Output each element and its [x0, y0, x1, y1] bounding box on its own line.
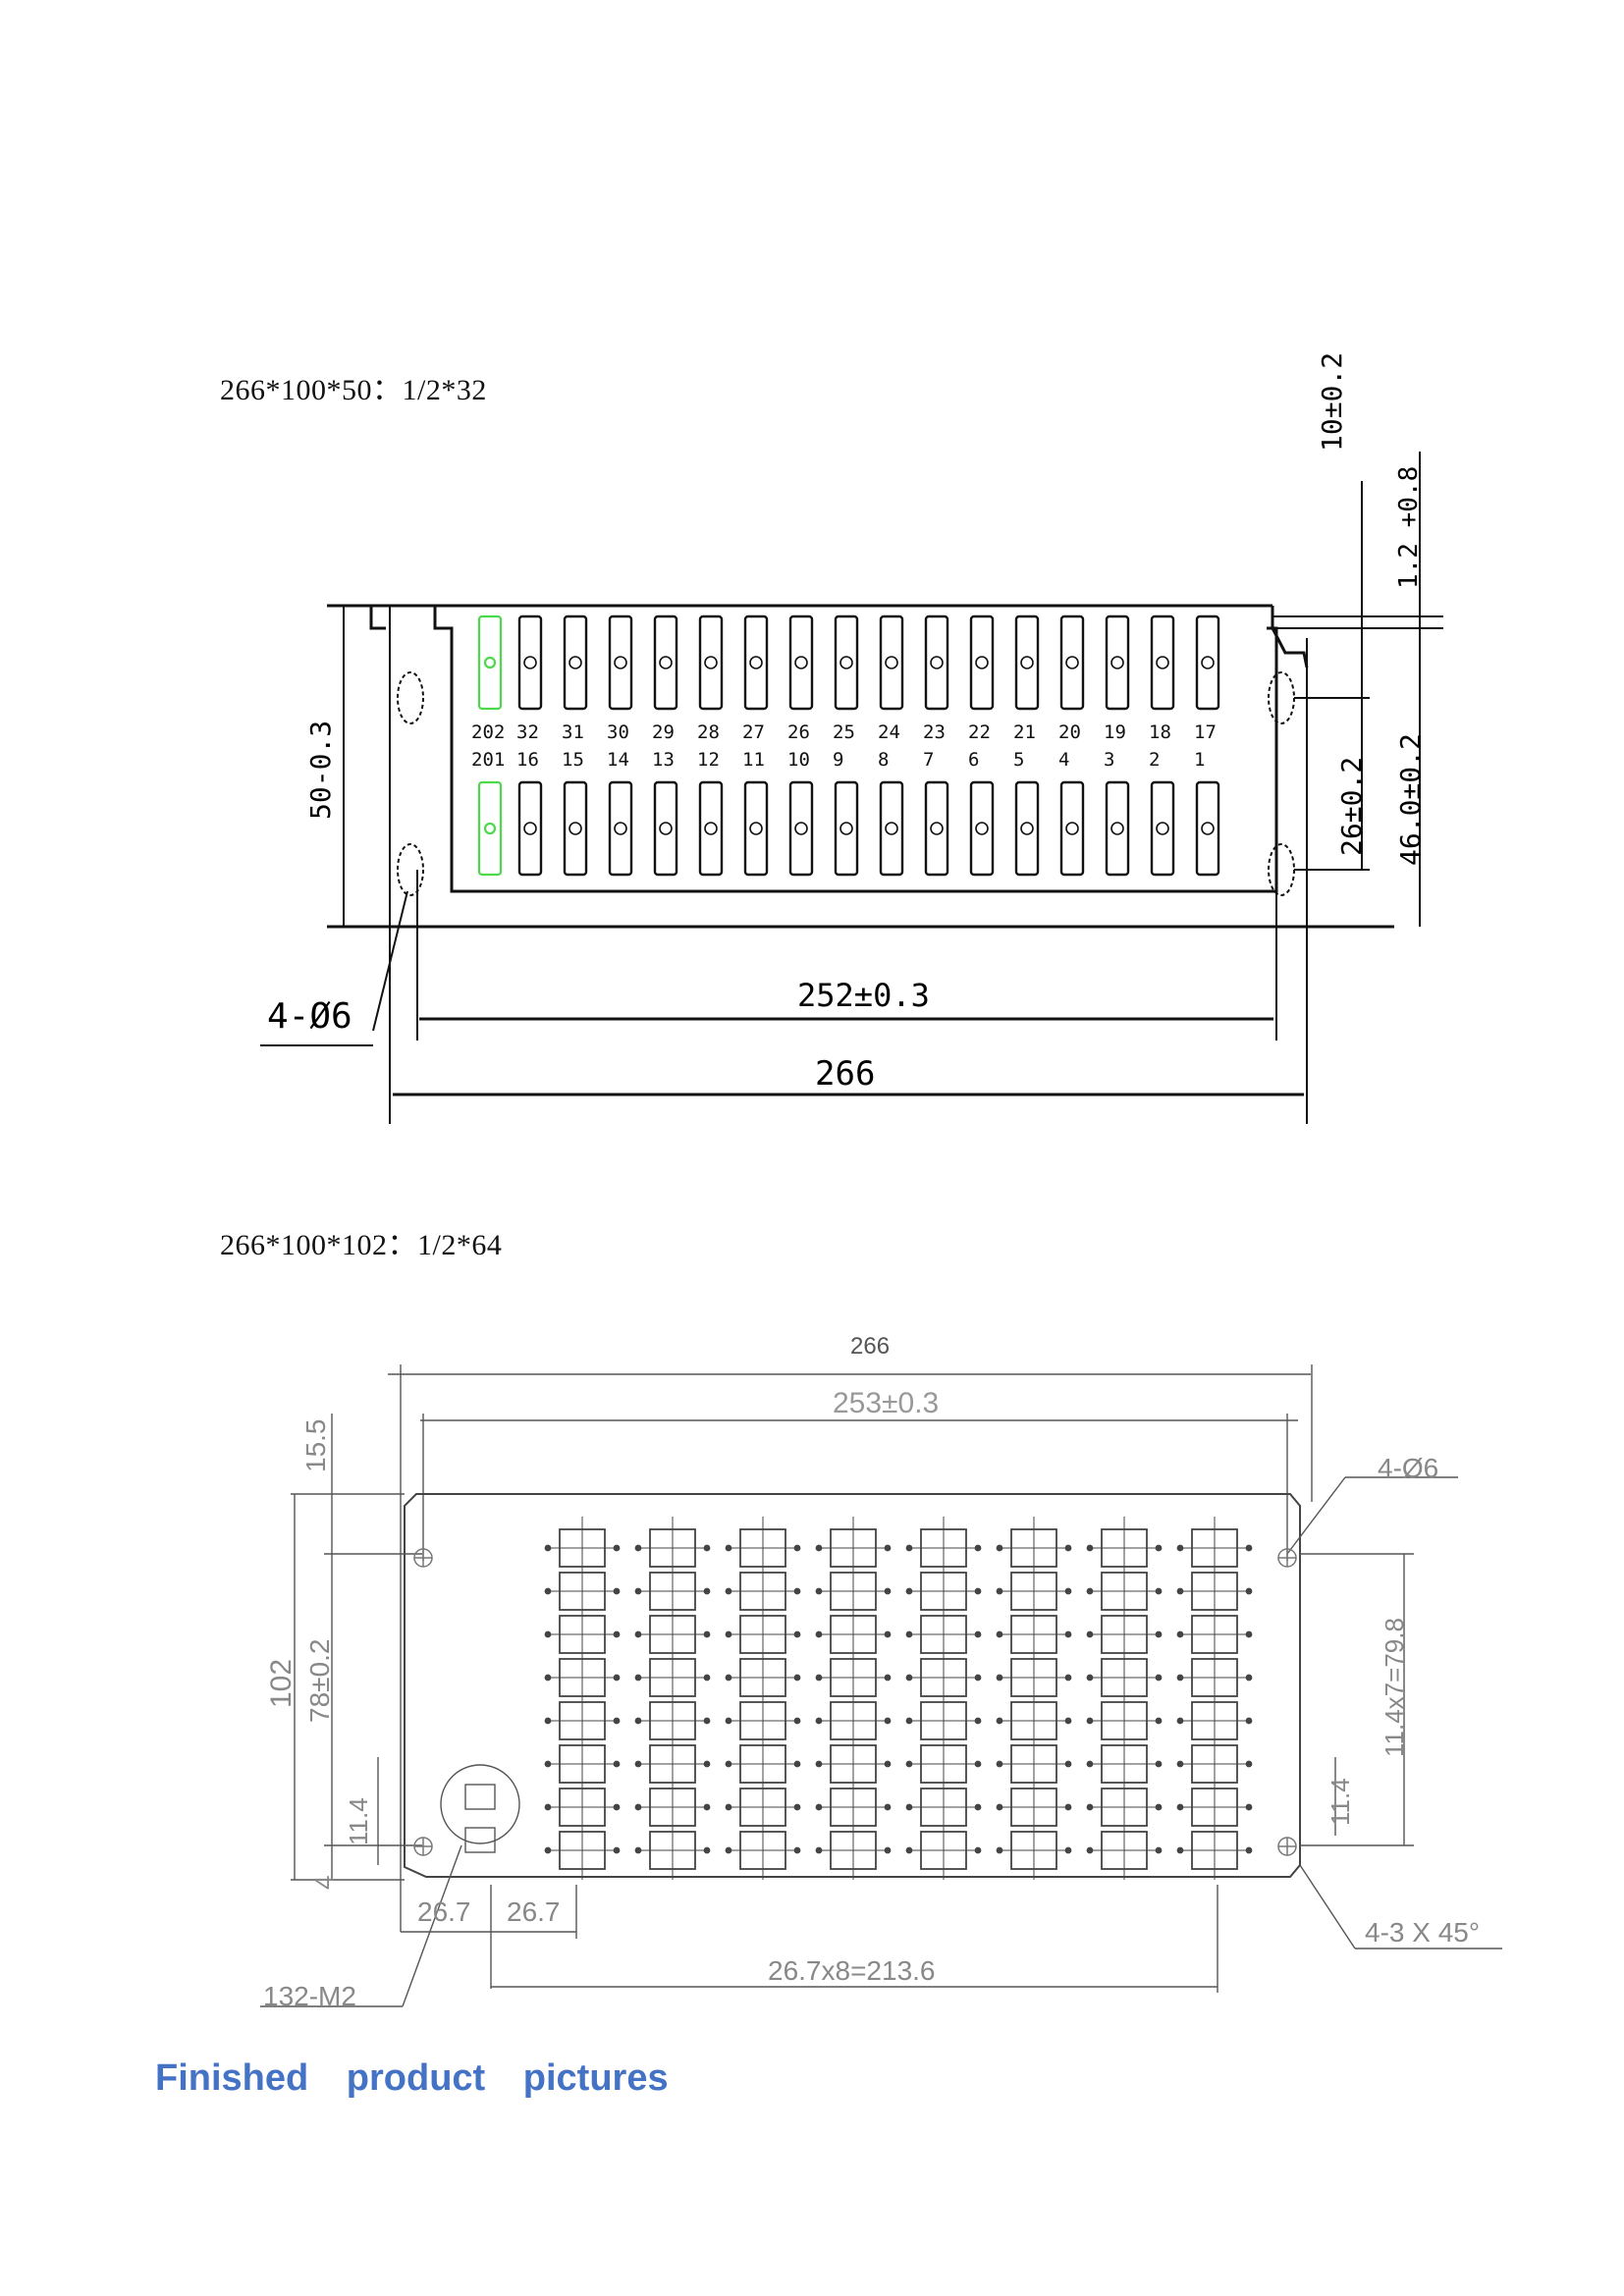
port-label: 202: [471, 721, 506, 743]
port-label: 2: [1149, 749, 1161, 771]
port-label: 29: [652, 721, 675, 743]
dim2-row-total: 11.4x7=79.8: [1380, 1618, 1409, 1757]
dim2-col-total: 26.7x8=213.6: [768, 1955, 936, 1986]
port-label: 20: [1058, 721, 1081, 743]
port-label: 26: [787, 721, 810, 743]
port-label: 12: [697, 749, 720, 771]
port-label: 5: [1013, 749, 1025, 771]
dim2-top-margin: 15.5: [300, 1418, 331, 1473]
dim2-screws: 132-M2: [263, 1981, 356, 2011]
port-label: 23: [923, 721, 946, 743]
drawing1-port-labels: 202 32 31 30 29 28 27 26 25 24 23 22 21 …: [471, 721, 1257, 771]
dim-width: 266: [815, 1054, 876, 1094]
dim-top-offset: 10±0.2: [1316, 351, 1348, 452]
dim2-height: 102: [265, 1658, 298, 1708]
dim-flange: 1.2 +0.8: [1394, 465, 1424, 589]
dim-holes: 4-Ø6: [267, 996, 352, 1037]
dim-hole-pitch-v: 26±0.2: [1335, 756, 1368, 856]
dim2-hole-pitch-h: 253±0.3: [833, 1387, 940, 1419]
port-label: 24: [878, 721, 900, 743]
dim-inner-height: 46.0±0.2: [1394, 733, 1427, 866]
port-label: 15: [562, 749, 584, 771]
port-label: 17: [1194, 721, 1217, 743]
port-label: 11: [742, 749, 765, 771]
dim2-chamfer: 4-3 X 45°: [1365, 1917, 1481, 1948]
port-label: 13: [652, 749, 675, 771]
port-label: 3: [1104, 749, 1115, 771]
port-label: 7: [923, 749, 935, 771]
port-label: 8: [878, 749, 890, 771]
port-label: 32: [516, 721, 539, 743]
drawing1-caption: 266*100*50：1/2*32: [220, 374, 487, 406]
port-label: 27: [742, 721, 765, 743]
dim-height: 50-0.3: [304, 720, 337, 820]
section-heading: Finished product pictures: [155, 2057, 669, 2099]
dim2-bottom-margin: 4: [309, 1875, 339, 1890]
dim2-hole-pitch-v: 78±0.2: [304, 1638, 335, 1723]
dim2-width: 266: [850, 1333, 891, 1360]
dim2-col-pitch-a: 26.7: [417, 1896, 471, 1927]
port-label: 25: [833, 721, 855, 743]
port-label: 4: [1058, 749, 1070, 771]
port-label: 21: [1013, 721, 1036, 743]
port-label: 1: [1194, 749, 1206, 771]
port-label: 31: [562, 721, 584, 743]
port-label: 9: [833, 749, 844, 771]
port-label: 28: [697, 721, 720, 743]
port-label: 19: [1104, 721, 1126, 743]
port-label: 16: [516, 749, 539, 771]
dim2-row-pitch-right: 11.4: [1326, 1778, 1355, 1826]
port-label: 14: [607, 749, 629, 771]
dim2-col-pitch-b: 26.7: [507, 1896, 561, 1927]
drawing2-caption: 266*100*102：1/2*64: [220, 1229, 503, 1261]
dim2-holes: 4-Ø6: [1378, 1453, 1439, 1483]
port-label: 6: [968, 749, 980, 771]
port-label: 201: [471, 749, 506, 771]
dim2-row-pitch-left: 11.4: [344, 1797, 373, 1845]
port-label: 30: [607, 721, 629, 743]
port-label: 10: [787, 749, 810, 771]
dim-hole-pitch-h: 252±0.3: [797, 977, 930, 1014]
port-label: 18: [1149, 721, 1171, 743]
port-label: 22: [968, 721, 991, 743]
